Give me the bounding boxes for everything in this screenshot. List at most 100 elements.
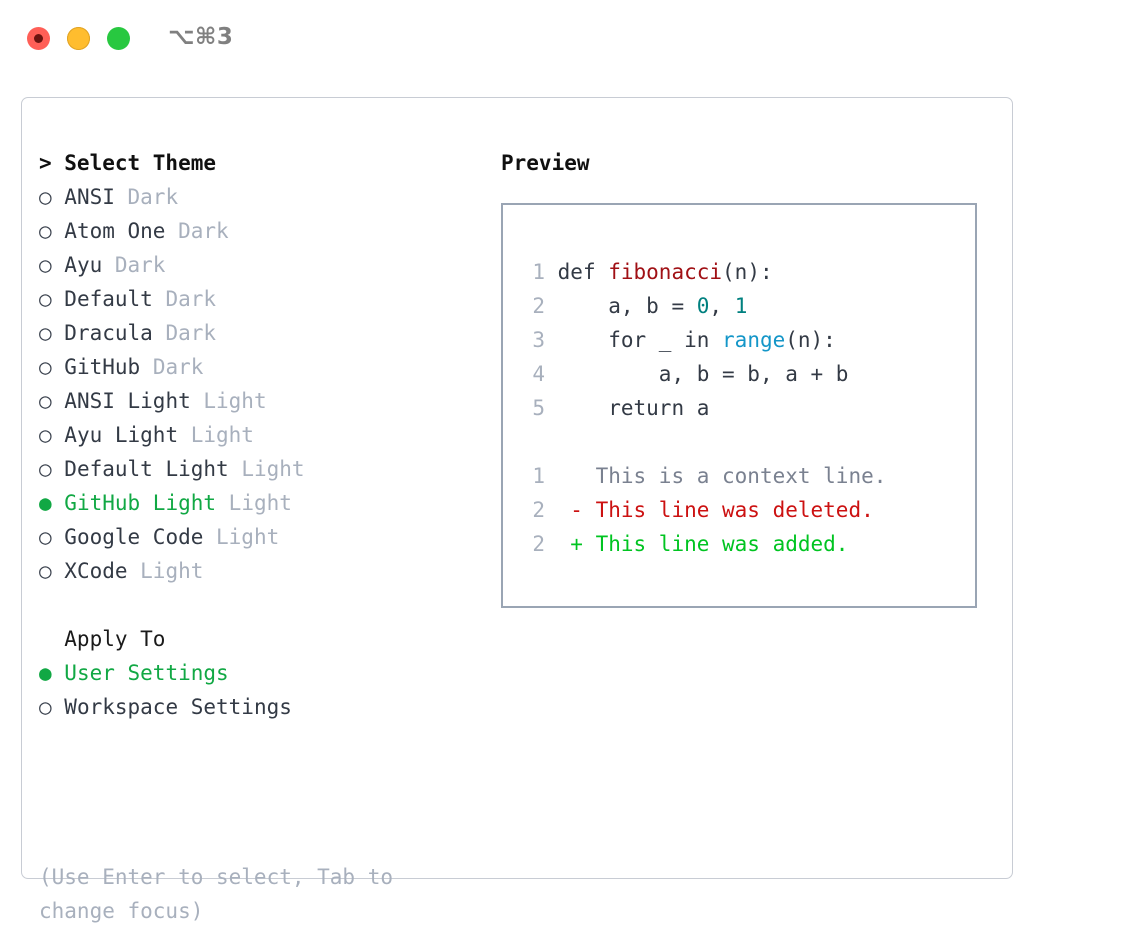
theme-option-google-code[interactable]: ○ Google Code Light (39, 520, 489, 554)
theme-variant-tag: Dark (152, 355, 204, 379)
select-theme-header: > Select Theme (39, 151, 217, 175)
theme-variant-tag: Dark (127, 185, 179, 209)
code-token: 0 (696, 294, 710, 318)
theme-option-label: ANSI (64, 185, 128, 209)
radio-unselected-icon: ○ (39, 355, 65, 379)
code-token: fibonacci (608, 260, 723, 284)
radio-selected-icon: ● (39, 661, 65, 685)
theme-option-dracula[interactable]: ○ Dracula Dark (39, 316, 489, 350)
theme-option-label: Default Light (64, 457, 242, 481)
help-hint-line-2: change focus) (39, 899, 204, 923)
code-line: 5 return a (523, 391, 886, 425)
theme-variant-tag: Dark (114, 253, 166, 277)
code-line: 0 (523, 425, 886, 459)
theme-option-default[interactable]: ○ Default Dark (39, 282, 489, 316)
code-token: a, b = b, a + b (557, 362, 849, 386)
theme-option-label: Dracula (64, 321, 166, 345)
theme-option-github-light[interactable]: ● GitHub Light Light (39, 486, 489, 520)
code-line: 4 a, b = b, a + b (523, 357, 886, 391)
line-number: 1 (532, 464, 545, 488)
radio-unselected-icon: ○ (39, 185, 65, 209)
maximize-window-button[interactable] (107, 27, 130, 50)
line-number: 4 (532, 362, 545, 386)
radio-unselected-icon: ○ (39, 695, 65, 719)
content-panel: > Select Theme ○ ANSI Dark○ Atom One Dar… (21, 97, 1013, 923)
theme-variant-tag: Dark (165, 287, 217, 311)
theme-option-default-light[interactable]: ○ Default Light Light (39, 452, 489, 486)
theme-option-ansi-light[interactable]: ○ ANSI Light Light (39, 384, 489, 418)
theme-variant-tag: Light (140, 559, 204, 583)
code-line: 2 - This line was deleted. (523, 493, 886, 527)
line-number: 2 (532, 294, 545, 318)
code-token: for _ in (557, 328, 723, 352)
theme-option-label: Atom One (64, 219, 179, 243)
code-token: 1 (734, 294, 748, 318)
code-line: 1 def fibonacci(n): (523, 255, 886, 289)
line-number: 0 (523, 425, 545, 459)
radio-unselected-icon: ○ (39, 219, 65, 243)
line-number: 5 (532, 396, 545, 420)
theme-option-xcode[interactable]: ○ XCode Light (39, 554, 489, 588)
theme-list[interactable]: ○ ANSI Dark○ Atom One Dark○ Ayu Dark○ De… (39, 180, 489, 588)
theme-option-ansi[interactable]: ○ ANSI Dark (39, 180, 489, 214)
code-token: def (557, 260, 609, 284)
help-hint-text: (Use Enter to select, Tab to change focu… (39, 860, 459, 928)
code-token: a, b = (557, 294, 697, 318)
apply-to-option-user-settings[interactable]: ● User Settings (39, 656, 489, 690)
code-token: , (709, 294, 735, 318)
close-window-button[interactable] (27, 27, 50, 50)
theme-variant-tag: Light (228, 491, 292, 515)
theme-option-label: Google Code (64, 525, 217, 549)
apply-to-option-label: Workspace Settings (64, 695, 292, 719)
theme-variant-tag: Light (203, 389, 267, 413)
theme-option-github[interactable]: ○ GitHub Dark (39, 350, 489, 384)
code-line: 1 This is a context line. (523, 459, 886, 493)
theme-variant-tag: Light (216, 525, 280, 549)
code-line: 3 for _ in range(n): (523, 323, 886, 357)
keyboard-shortcut-label: ⌥⌘3 (168, 24, 234, 50)
theme-selection-column: > Select Theme ○ ANSI Dark○ Atom One Dar… (39, 146, 489, 724)
radio-selected-icon: ● (39, 491, 65, 515)
code-token: range (722, 328, 786, 352)
code-token: + This line was added. (557, 532, 849, 556)
theme-option-label: GitHub (64, 355, 153, 379)
theme-option-ayu[interactable]: ○ Ayu Dark (39, 248, 489, 282)
code-token: - This line was deleted. (557, 498, 874, 522)
title-bar: ⌥⌘3 (0, 0, 1140, 78)
radio-unselected-icon: ○ (39, 423, 65, 447)
radio-unselected-icon: ○ (39, 457, 65, 481)
apply-to-list[interactable]: ● User Settings○ Workspace Settings (39, 656, 489, 724)
code-line: 2 + This line was added. (523, 527, 886, 561)
radio-unselected-icon: ○ (39, 559, 65, 583)
apply-to-option-workspace-settings[interactable]: ○ Workspace Settings (39, 690, 489, 724)
apply-to-header: Apply To (39, 627, 166, 651)
theme-variant-tag: Light (190, 423, 254, 447)
preview-header: Preview (501, 151, 590, 175)
radio-unselected-icon: ○ (39, 525, 65, 549)
theme-option-label: ANSI Light (64, 389, 204, 413)
radio-unselected-icon: ○ (39, 253, 65, 277)
code-line: 2 a, b = 0, 1 (523, 289, 886, 323)
theme-option-label: Ayu (64, 253, 115, 277)
line-number: 1 (532, 260, 545, 284)
theme-option-ayu-light[interactable]: ○ Ayu Light Light (39, 418, 489, 452)
theme-option-label: Default (64, 287, 166, 311)
theme-variant-tag: Light (241, 457, 305, 481)
section-spacer (39, 588, 489, 622)
theme-option-atom-one[interactable]: ○ Atom One Dark (39, 214, 489, 248)
help-hint-line-1: (Use Enter to select, Tab to (39, 865, 394, 889)
radio-unselected-icon: ○ (39, 287, 65, 311)
line-number: 3 (532, 328, 545, 352)
radio-unselected-icon: ○ (39, 389, 65, 413)
minimize-window-button[interactable] (67, 27, 90, 50)
theme-option-label: XCode (64, 559, 141, 583)
theme-variant-tag: Dark (165, 321, 217, 345)
theme-variant-tag: Dark (178, 219, 229, 243)
theme-option-label: Ayu Light (64, 423, 191, 447)
code-token: return a (557, 396, 710, 420)
code-token: (n): (722, 260, 773, 284)
preview-column: Preview (501, 146, 1001, 180)
